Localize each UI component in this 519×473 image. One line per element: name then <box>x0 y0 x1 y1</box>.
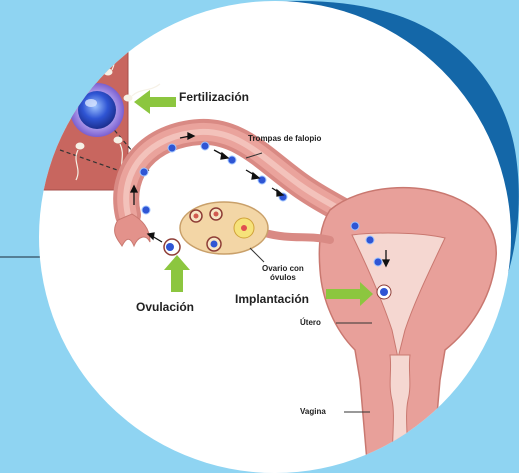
label-ovary: Ovario con óvulos <box>262 264 304 282</box>
cervix <box>390 355 410 473</box>
label-fallopian-tubes: Trompas de falopio <box>248 134 321 143</box>
label-uterus: Útero <box>300 318 321 327</box>
label-ovary-line1: Ovario con <box>262 264 304 273</box>
label-ovary-line2: óvulos <box>262 273 304 282</box>
label-ovulation: Ovulación <box>136 300 194 314</box>
ovary <box>180 202 268 254</box>
label-fertilization: Fertilización <box>179 90 249 104</box>
label-vagina: Vagina <box>300 407 326 416</box>
label-implantation: Implantación <box>235 292 309 306</box>
